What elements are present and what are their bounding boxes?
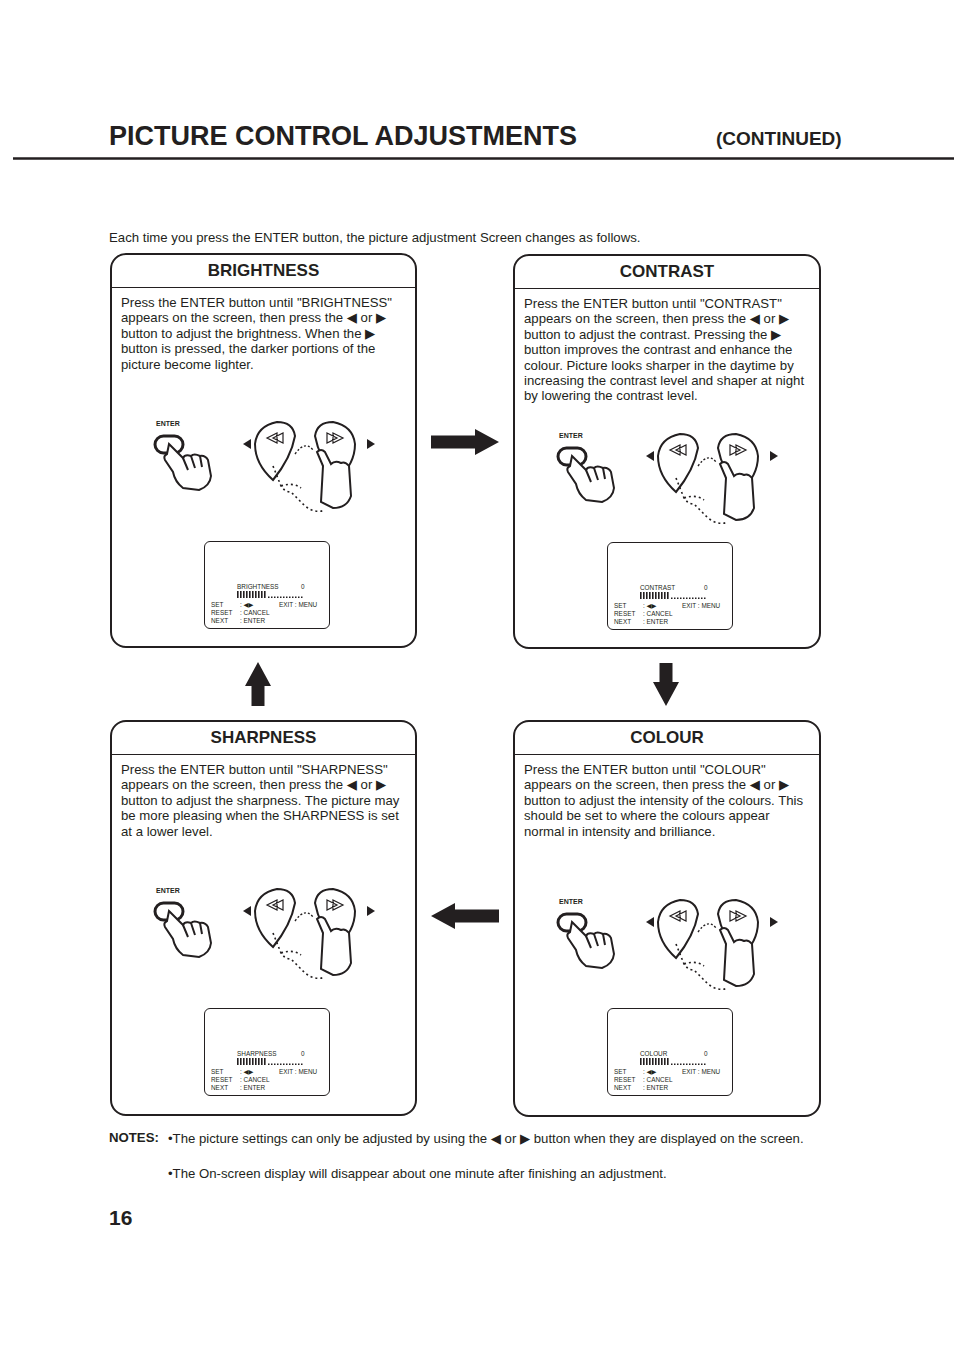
flow-arrow (653, 663, 679, 706)
screen-key: EXIT : MENU (279, 601, 317, 608)
panel-heading: COLOUR (515, 722, 819, 755)
flow-arrow (431, 903, 499, 929)
button-label: ENTER (559, 898, 583, 905)
screen-key: RESET (211, 609, 232, 616)
adjustment-panel: COLOUR Press the ENTER button until "COLO… (513, 720, 821, 1117)
screen-value: : CANCEL (240, 1076, 269, 1083)
title-suffix: (CONTINUED) (716, 128, 842, 150)
screen-value: 0 (301, 1050, 305, 1057)
screen-value: : ENTER (643, 618, 668, 625)
panel-heading: CONTRAST (515, 256, 819, 289)
screen-value: : CANCEL (643, 610, 672, 617)
screen-key: EXIT : MENU (682, 602, 720, 609)
button-label: ENTER (156, 420, 180, 427)
screen-item-name: BRIGHTNESS (237, 583, 279, 590)
intro-text: Each time you press the ENTER button, th… (109, 230, 640, 245)
screen-value: : ◀▶ (240, 601, 253, 608)
header-rule (13, 157, 954, 160)
screen-value: : CANCEL (643, 1076, 672, 1083)
level-bar (640, 1058, 710, 1066)
remote-illustration (558, 434, 778, 523)
panel-body-text: Press the ENTER button until "COLOUR" ap… (524, 762, 810, 839)
screen-key: SET (614, 1068, 626, 1075)
screen-item-name: CONTRAST (640, 584, 675, 591)
adjustment-panel: SHARPNESS Press the ENTER button until "S… (110, 720, 417, 1116)
level-bar (640, 592, 710, 600)
adjustment-panel: BRIGHTNESS Press the ENTER button until "… (110, 253, 417, 648)
flow-arrow (431, 429, 499, 455)
screen-key: RESET (614, 610, 635, 617)
screen-key: RESET (211, 1076, 232, 1083)
button-label: ENTER (559, 432, 583, 439)
screen-value: : ◀▶ (240, 1068, 253, 1075)
screen-item-name: COLOUR (640, 1050, 667, 1057)
screen-value: : ENTER (240, 1084, 265, 1091)
panel-body-text: Press the ENTER button until "CONTRAST" … (524, 296, 810, 404)
level-bar (237, 591, 307, 599)
page-title: PICTURE CONTROL ADJUSTMENTS (109, 121, 577, 152)
note-text: •The picture settings can only be adjust… (168, 1130, 837, 1148)
screen-key: SET (211, 601, 223, 608)
remote-illustration (155, 889, 375, 978)
panel-body-text: Press the ENTER button until "SHARPNESS"… (121, 762, 406, 839)
tv-screen: SHARPNESS 0SET : ◀▶ EXIT : MENU RESET : CANCE… (204, 1008, 330, 1096)
screen-value: 0 (704, 584, 708, 591)
button-label: ENTER (156, 887, 180, 894)
note-text: •The On-screen display will disappear ab… (168, 1165, 837, 1183)
notes-heading: NOTES: (109, 1130, 159, 1145)
screen-value: 0 (301, 583, 305, 590)
screen-value: : ◀▶ (643, 602, 656, 609)
screen-value: : ◀▶ (643, 1068, 656, 1075)
panel-heading: BRIGHTNESS (112, 255, 415, 288)
screen-key: EXIT : MENU (682, 1068, 720, 1075)
tv-screen: BRIGHTNESS 0SET : ◀▶ EXIT : MENU RESET : CANC… (204, 541, 330, 629)
screen-key: EXIT : MENU (279, 1068, 317, 1075)
screen-value: 0 (704, 1050, 708, 1057)
screen-key: NEXT (614, 1084, 631, 1091)
tv-screen: COLOUR 0SET : ◀▶ EXIT : MENU RESET : CANCEL NE… (607, 1008, 733, 1096)
remote-illustration (558, 900, 778, 989)
level-bar (237, 1058, 307, 1066)
screen-value: : CANCEL (240, 609, 269, 616)
screen-key: NEXT (614, 618, 631, 625)
screen-key: SET (211, 1068, 223, 1075)
panel-heading: SHARPNESS (112, 722, 415, 755)
screen-item-name: SHARPNESS (237, 1050, 276, 1057)
flow-arrow (245, 662, 271, 706)
adjustment-panel: CONTRAST Press the ENTER button until "CO… (513, 254, 821, 649)
page-number: 16 (109, 1206, 132, 1230)
screen-key: NEXT (211, 1084, 228, 1091)
panel-body-text: Press the ENTER button until "BRIGHTNESS… (121, 295, 406, 372)
remote-illustration (155, 422, 375, 511)
screen-key: RESET (614, 1076, 635, 1083)
screen-key: NEXT (211, 617, 228, 624)
screen-key: SET (614, 602, 626, 609)
screen-value: : ENTER (643, 1084, 668, 1091)
screen-value: : ENTER (240, 617, 265, 624)
tv-screen: CONTRAST 0SET : ◀▶ EXIT : MENU RESET : CANCEL… (607, 542, 733, 630)
